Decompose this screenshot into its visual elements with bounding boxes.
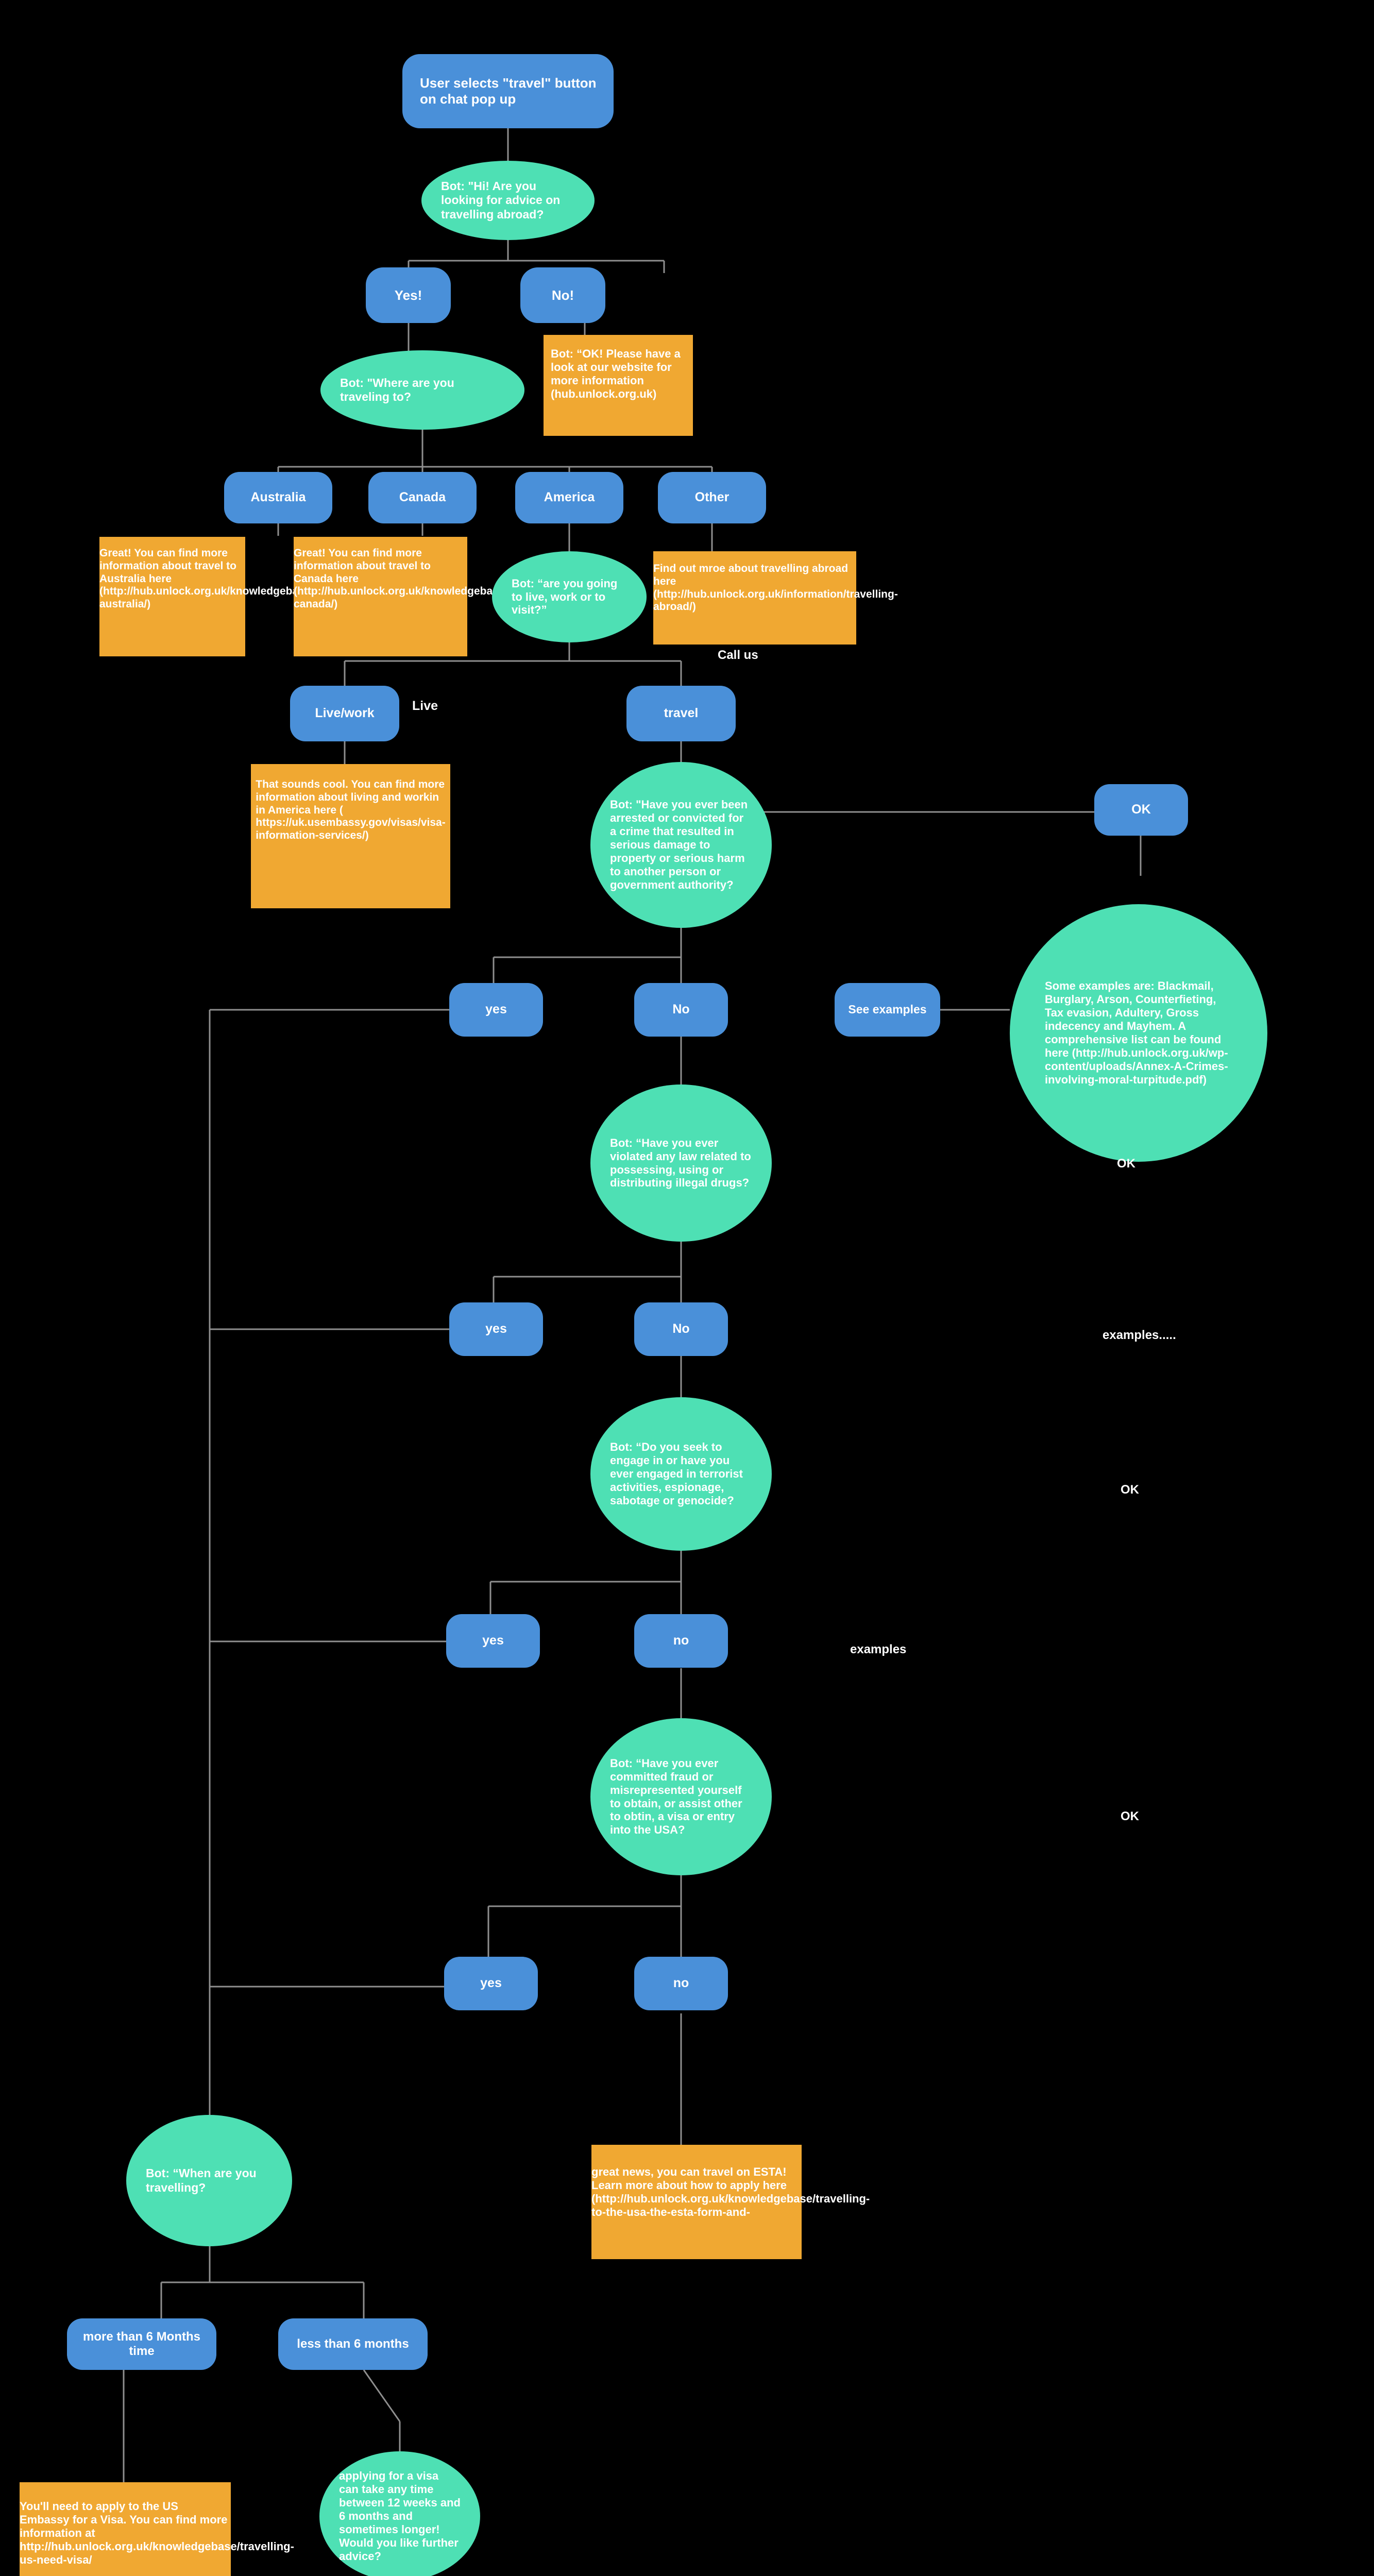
destination-other-label: Other — [694, 490, 730, 505]
info-website-label: Bot: “OK! Please have a look at our webs… — [551, 347, 681, 400]
bot-question-terrorism: Bot: “Do you seek to engage in or have y… — [590, 1397, 772, 1551]
start-node-travel-button[interactable]: User selects "travel" button on chat pop… — [402, 54, 614, 128]
bot-question-live-work-visit-label: Bot: “are you going to live, work or to … — [512, 577, 618, 617]
destination-australia-label: Australia — [250, 490, 306, 505]
answer-less-than-6-months[interactable]: less than 6 months — [278, 2318, 428, 2370]
answer-travel[interactable]: travel — [626, 686, 736, 741]
info-travel-canada: Great! You can find more information abo… — [294, 537, 559, 656]
edge-label-examples-dots: examples..... — [1102, 1328, 1176, 1342]
answer-live-work-label: Live/work — [315, 706, 375, 721]
info-website: Bot: “OK! Please have a look at our webs… — [544, 335, 693, 436]
bot-question-drugs: Bot: “Have you ever violated any law rel… — [590, 1084, 772, 1242]
answer-yes-fraud-label: yes — [480, 1976, 502, 1991]
answer-no-fraud-label: no — [673, 1976, 689, 1991]
answer-no-advice[interactable]: No! — [520, 267, 605, 323]
answer-yes-terrorism-label: yes — [482, 1633, 504, 1648]
bot-question-live-work-visit: Bot: “are you going to live, work or to … — [492, 551, 647, 642]
answer-no-terrorism-label: no — [673, 1633, 689, 1648]
answer-yes-advice[interactable]: Yes! — [366, 267, 451, 323]
answer-more-than-6-months-label: more than 6 Months time — [82, 2329, 200, 2358]
answer-ok-arrested-label: OK — [1131, 802, 1151, 817]
answer-no-fraud[interactable]: no — [634, 1957, 728, 2010]
start-node-label: User selects "travel" button on chat pop… — [420, 75, 597, 107]
info-travel-canada-label: Great! You can find more information abo… — [294, 547, 559, 611]
bot-question-when-travelling-label: Bot: “When are you travelling? — [146, 2166, 257, 2194]
info-us-embassy-visa-label: You'll need to apply to the US Embassy f… — [20, 2500, 294, 2566]
answer-yes-drugs-label: yes — [485, 1321, 507, 1336]
bot-question-advice: Bot: "Hi! Are you looking for advice on … — [421, 161, 595, 240]
edge-label-ok-1: OK — [1117, 1157, 1135, 1171]
bot-question-arrested-label: Bot: "Have you ever been arrested or con… — [610, 798, 748, 891]
info-travel-abroad-label: Find out mroe about travelling abroad he… — [653, 563, 898, 613]
bot-question-when-travelling: Bot: “When are you travelling? — [126, 2115, 292, 2246]
info-examples-crimes-list-label: Some examples are: Blackmail, Burglary, … — [1045, 979, 1228, 1086]
answer-live-work[interactable]: Live/work — [290, 686, 399, 741]
answer-see-examples[interactable]: See examples — [835, 983, 940, 1037]
edge-label-ok-2: OK — [1121, 1483, 1139, 1497]
edge-label-live: Live — [412, 699, 438, 713]
info-travel-abroad: Find out mroe about travelling abroad he… — [653, 551, 898, 645]
bot-question-destination: Bot: "Where are you traveling to? — [320, 350, 524, 430]
edge-label-examples: examples — [850, 1642, 907, 1656]
info-esta: great news, you can travel on ESTA! Lear… — [591, 2145, 870, 2259]
answer-yes-arrested-label: yes — [485, 1002, 507, 1017]
bot-question-destination-label: Bot: "Where are you traveling to? — [340, 376, 454, 403]
answer-ok-arrested[interactable]: OK — [1094, 784, 1188, 836]
answer-no-drugs[interactable]: No — [634, 1302, 728, 1356]
info-us-embassy-visa: You'll need to apply to the US Embassy f… — [20, 2482, 294, 2576]
info-travel-australia: Great! You can find more information abo… — [99, 537, 365, 656]
destination-canada[interactable]: Canada — [368, 472, 477, 523]
bot-question-drugs-label: Bot: “Have you ever violated any law rel… — [610, 1136, 751, 1190]
info-live-work-america-label: That sounds cool. You can find more info… — [256, 778, 446, 842]
destination-australia[interactable]: Australia — [224, 472, 332, 523]
info-live-work-america: That sounds cool. You can find more info… — [251, 764, 450, 908]
answer-yes-fraud[interactable]: yes — [444, 1957, 538, 2010]
bot-question-visa-timing-label: applying for a visa can take any time be… — [339, 2469, 461, 2563]
destination-america[interactable]: America — [515, 472, 623, 523]
answer-yes-drugs[interactable]: yes — [449, 1302, 543, 1356]
edge-label-call-us: Call us — [718, 648, 758, 662]
destination-america-label: America — [544, 490, 595, 505]
answer-no-arrested-label: No — [672, 1002, 690, 1017]
answer-travel-label: travel — [664, 706, 699, 721]
answer-more-than-6-months[interactable]: more than 6 Months time — [67, 2318, 216, 2370]
info-examples-crimes-list: Some examples are: Blackmail, Burglary, … — [1010, 904, 1267, 1162]
bot-question-fraud: Bot: “Have you ever committed fraud or m… — [590, 1718, 772, 1875]
bot-question-fraud-label: Bot: “Have you ever committed fraud or m… — [610, 1756, 742, 1837]
info-esta-label: great news, you can travel on ESTA! Lear… — [591, 2165, 870, 2218]
answer-no-drugs-label: No — [672, 1321, 690, 1336]
answer-yes-advice-label: Yes! — [394, 287, 422, 303]
bot-question-arrested: Bot: "Have you ever been arrested or con… — [590, 762, 772, 928]
answer-yes-arrested[interactable]: yes — [449, 983, 543, 1037]
bot-question-visa-timing: applying for a visa can take any time be… — [319, 2451, 480, 2576]
answer-yes-terrorism[interactable]: yes — [446, 1614, 540, 1668]
answer-less-than-6-months-label: less than 6 months — [297, 2336, 409, 2351]
destination-canada-label: Canada — [399, 490, 446, 505]
destination-other[interactable]: Other — [658, 472, 766, 523]
bot-question-advice-label: Bot: "Hi! Are you looking for advice on … — [441, 179, 561, 221]
answer-no-advice-label: No! — [551, 287, 574, 303]
info-travel-australia-label: Great! You can find more information abo… — [99, 547, 365, 611]
answer-see-examples-label: See examples — [848, 1003, 927, 1016]
edge-label-ok-3: OK — [1121, 1809, 1139, 1823]
answer-no-arrested[interactable]: No — [634, 983, 728, 1037]
answer-no-terrorism[interactable]: no — [634, 1614, 728, 1668]
bot-question-terrorism-label: Bot: “Do you seek to engage in or have y… — [610, 1440, 743, 1507]
